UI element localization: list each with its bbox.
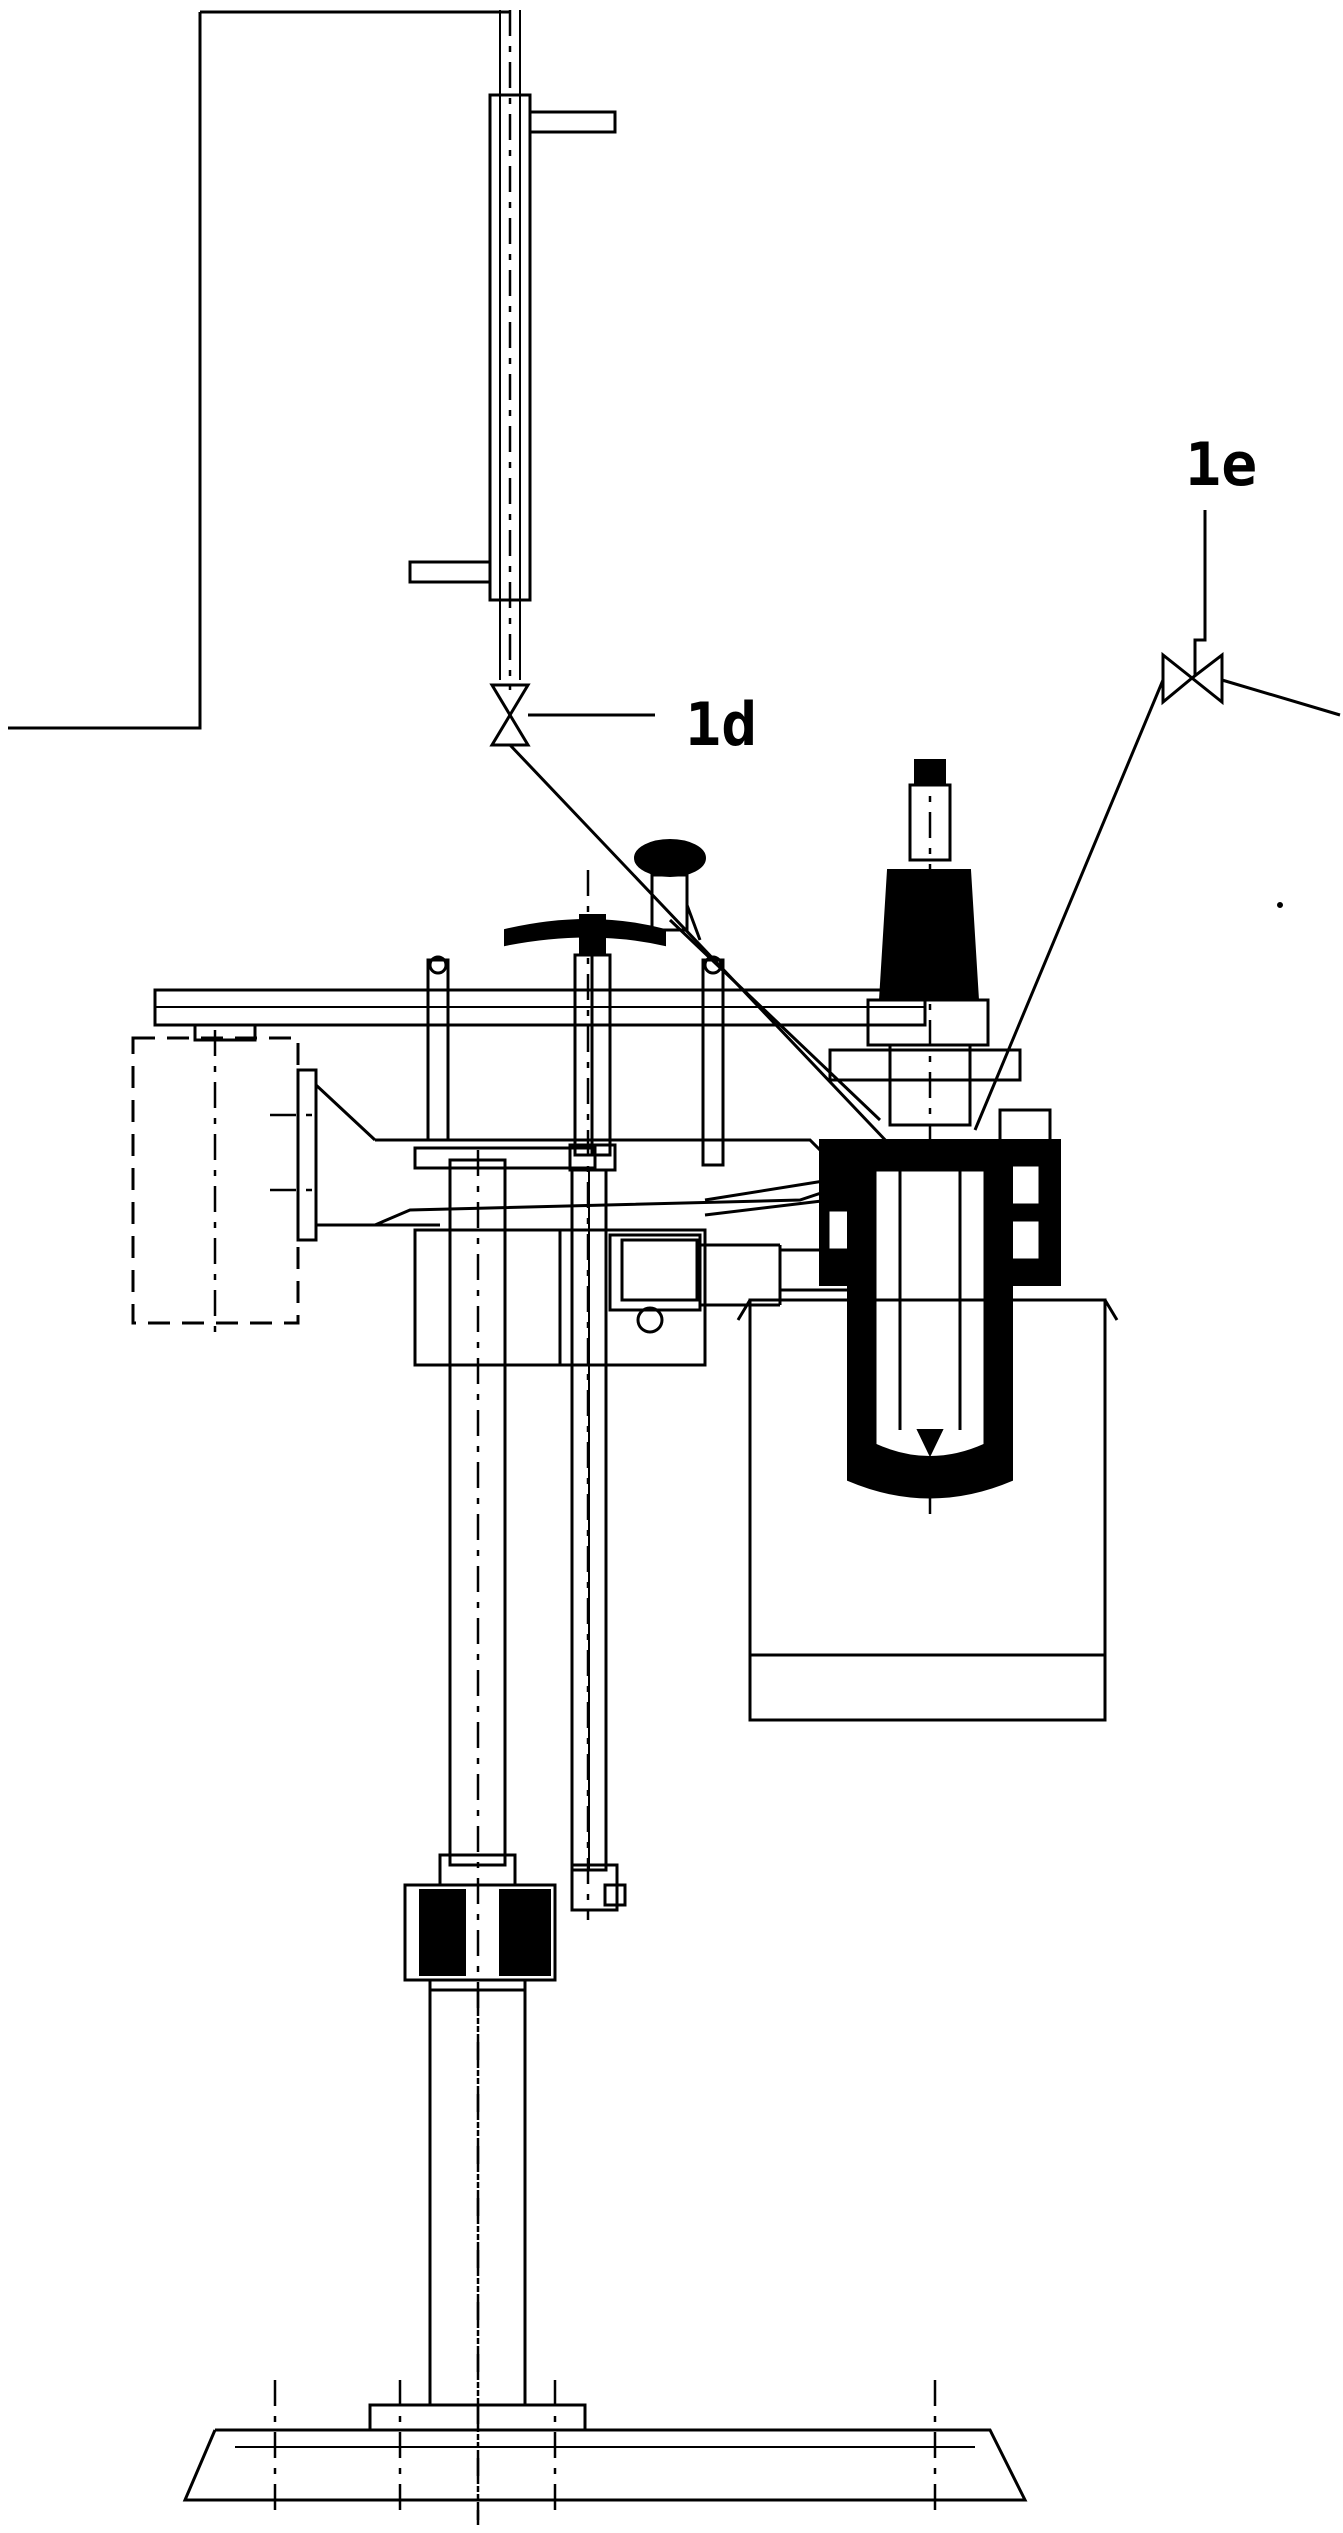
dashed-reference-box <box>131 1030 440 1335</box>
label-1d: 1d <box>685 690 757 760</box>
valve-1d: 1d <box>489 683 892 1147</box>
tank-outline <box>8 10 510 730</box>
support-bracket <box>374 1138 832 1367</box>
lower-clamp <box>403 1883 557 1992</box>
base-plate <box>182 2380 1028 2520</box>
coupling <box>704 1178 852 1292</box>
secondary-column <box>570 1168 627 1912</box>
motor-housing <box>736 1298 1119 1722</box>
valve-1e: 1e <box>973 430 1341 1131</box>
reactor-head <box>828 759 1022 1520</box>
label-1e: 1e <box>1185 430 1257 500</box>
sight-column <box>408 10 617 690</box>
crank-knob <box>634 839 882 1122</box>
handwheel-assembly <box>504 870 666 1920</box>
horizontal-beam <box>153 988 927 1042</box>
reactor-body <box>819 1108 1061 1499</box>
